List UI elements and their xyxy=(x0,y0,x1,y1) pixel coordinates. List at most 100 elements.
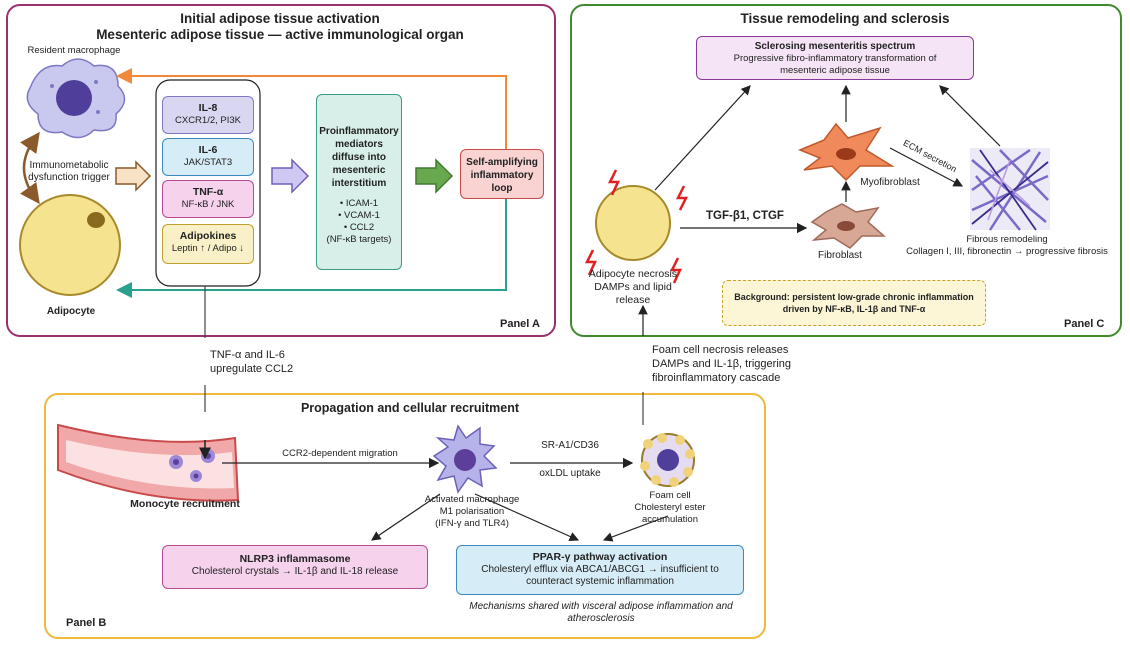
macrophage-line1: Activated macrophage xyxy=(424,494,520,505)
mediators-item1: • ICAM-1 xyxy=(339,198,379,209)
panel-c-label: Panel C xyxy=(1064,318,1105,330)
trigger-label-line1: Immunometabolic xyxy=(29,160,109,171)
trigger-label-line2: dysfunction trigger xyxy=(28,172,110,183)
background-line2: driven by NF-κB, IL-1β and TNF-α xyxy=(782,304,926,314)
loop-line1: Self-amplifying xyxy=(466,157,538,168)
diffusion-arrow xyxy=(271,158,310,194)
cytokine-tnfa: TNF-α NF-κB / JNK xyxy=(162,180,254,218)
macrophage-line2: M1 polarisation xyxy=(439,506,505,517)
adipocyte-icon xyxy=(19,194,121,296)
nlrp3-title: NLRP3 inflammasome xyxy=(239,553,351,565)
panel-b xyxy=(44,393,766,639)
myofibroblast-label: Myofibroblast xyxy=(860,177,920,188)
panel-a xyxy=(6,4,556,337)
shared-line1: Mechanisms shared with visceral adipose … xyxy=(469,601,733,612)
macrophage-line3: (IFN-γ and TLR4) xyxy=(435,518,509,529)
panel-a-title-line1: Initial adipose tissue activation xyxy=(180,11,380,26)
myofibroblast-icon xyxy=(798,122,895,182)
ppar-sub1: Cholesteryl efflux via ABCA1/ABCG1 → ins… xyxy=(481,564,719,575)
mediators-item2: • VCAM-1 xyxy=(338,210,380,221)
tgf-label: TGF-β1, CTGF xyxy=(706,210,784,222)
mediators-line5: interstitium xyxy=(331,178,387,189)
adipocyte-label: Adipocyte xyxy=(46,306,96,317)
ppar-title: PPAR-γ pathway activation xyxy=(532,551,668,563)
foam-line1: Foam cell xyxy=(649,490,691,501)
feedback-arrow-macrophage xyxy=(116,68,507,158)
mediators-item3: • CCL2 xyxy=(343,222,375,233)
activated-macrophage-icon xyxy=(432,424,498,494)
activated-macrophage-label: Activated macrophage M1 polarisation (IF… xyxy=(416,494,528,530)
panel-c xyxy=(570,4,1122,337)
spectrum-title: Sclerosing mesenteritis spectrum xyxy=(754,41,916,52)
panel-b-title: Propagation and cellular recruitment xyxy=(300,401,520,415)
spectrum-box: Sclerosing mesenteritis spectrum Progres… xyxy=(696,36,974,80)
self-amplifying-loop-box: Self-amplifying inflammatory loop xyxy=(460,149,544,199)
uptake-label: oxLDL uptake xyxy=(539,468,601,479)
cytokine-il6-title: IL-6 xyxy=(198,144,218,156)
background-inflammation-box: Background: persistent low-grade chronic… xyxy=(722,280,986,326)
loop-line2: inflammatory xyxy=(470,170,534,181)
mediators-line2: mediators xyxy=(335,139,383,150)
ppar-box: PPAR-γ pathway activation Cholesteryl ef… xyxy=(456,545,744,595)
cytokine-il6-sub: JAK/STAT3 xyxy=(183,157,233,168)
blood-vessel-icon xyxy=(57,423,240,502)
loop-line3: loop xyxy=(491,183,513,194)
connector-bc-line1: Foam cell necrosis releases xyxy=(652,344,789,356)
mediators-line1: Proinflammatory xyxy=(319,126,399,137)
necrosis-line2: DAMPs and lipid release xyxy=(594,281,672,306)
nlrp3-sub: Cholesterol crystals → IL-1β and IL-18 r… xyxy=(191,566,399,577)
foam-line2: Cholesteryl ester xyxy=(634,502,706,513)
connector-bc-label: Foam cell necrosis releases DAMPs and IL… xyxy=(652,343,832,385)
bidirectional-arrow xyxy=(20,131,40,205)
fibrous-line2: Collagen I, III, fibronectin → progressi… xyxy=(906,246,1108,257)
migration-label: CCR2-dependent migration xyxy=(282,448,398,459)
foam-cell-label: Foam cell Cholesteryl ester accumulation xyxy=(622,490,718,526)
resident-macrophage-icon xyxy=(26,58,126,139)
panel-a-label: Panel A xyxy=(500,318,540,330)
panel-a-title: Initial adipose tissue activation Mesent… xyxy=(60,11,500,43)
spectrum-sub2: mesenteric adipose tissue xyxy=(780,65,890,76)
panel-a-title-line2: Mesenteric adipose tissue — active immun… xyxy=(96,27,464,42)
necrotic-adipocyte-icon xyxy=(584,169,689,284)
cytokine-tnfa-title: TNF-α xyxy=(192,186,224,198)
ppar-sub2: counteract systemic inflammation xyxy=(526,576,674,587)
connector-bc-line2: DAMPs and IL-1β, triggering xyxy=(652,358,791,370)
cytokine-il6: IL-6 JAK/STAT3 xyxy=(162,138,254,176)
necrosis-label: Adipocyte necrosis DAMPs and lipid relea… xyxy=(578,268,688,307)
cytokine-il8: IL-8 CXCR1/2, PI3K xyxy=(162,96,254,134)
connector-bc-line3: fibroinflammatory cascade xyxy=(652,372,781,384)
cytokine-adipokines-title: Adipokines xyxy=(179,230,237,242)
cytokine-tnfa-sub: NF-κB / JNK xyxy=(181,199,235,210)
mediators-line3: diffuse into xyxy=(332,152,386,163)
fibrous-line1: Fibrous remodeling xyxy=(966,234,1048,245)
fibrous-tissue-icon xyxy=(970,148,1050,231)
fibroblast-label: Fibroblast xyxy=(818,250,862,261)
trigger-arrow xyxy=(115,160,152,192)
feedback-arrow-adipocyte xyxy=(116,198,507,298)
monocyte-label: Monocyte recruitment xyxy=(130,498,240,510)
fibroblast-icon xyxy=(810,203,886,249)
connector-ab-label: TNF-α and IL-6 upregulate CCL2 xyxy=(210,348,320,376)
necrosis-line1: Adipocyte necrosis xyxy=(588,268,678,280)
cytokine-adipokines: Adipokines Leptin ↑ / Adipo ↓ xyxy=(162,224,254,264)
connector-ab-line1: TNF-α and IL-6 xyxy=(210,349,285,361)
receptor-label: SR-A1/CD36 xyxy=(541,440,599,451)
cytokine-il8-sub: CXCR1/2, PI3K xyxy=(175,115,241,126)
shared-line2: atherosclerosis xyxy=(567,613,635,624)
panel-b-label: Panel B xyxy=(66,617,107,629)
foam-cell-icon xyxy=(640,433,695,487)
amplify-arrow xyxy=(415,158,454,194)
trigger-label: Immunometabolic dysfunction trigger xyxy=(16,160,122,184)
foam-line3: accumulation xyxy=(642,514,698,525)
cytokine-adipokines-sub: Leptin ↑ / Adipo ↓ xyxy=(171,243,245,254)
fibrous-remodeling-label: Fibrous remodeling Collagen I, III, fibr… xyxy=(900,234,1114,258)
mediators-box: Proinflammatory mediators diffuse into m… xyxy=(316,94,402,270)
resident-macrophage-label: Resident macrophage xyxy=(27,45,121,56)
panel-c-title: Tissue remodeling and sclerosis xyxy=(740,11,950,26)
background-line1: Background: persistent low-grade chronic… xyxy=(734,292,974,302)
nlrp3-box: NLRP3 inflammasome Cholesterol crystals … xyxy=(162,545,428,589)
mediators-line4: mesenteric xyxy=(332,165,386,176)
connector-ab-line2: upregulate CCL2 xyxy=(210,363,294,375)
mediators-item4: (NF-κB targets) xyxy=(326,234,392,245)
spectrum-sub1: Progressive fibro-inflammatory transform… xyxy=(733,53,937,64)
